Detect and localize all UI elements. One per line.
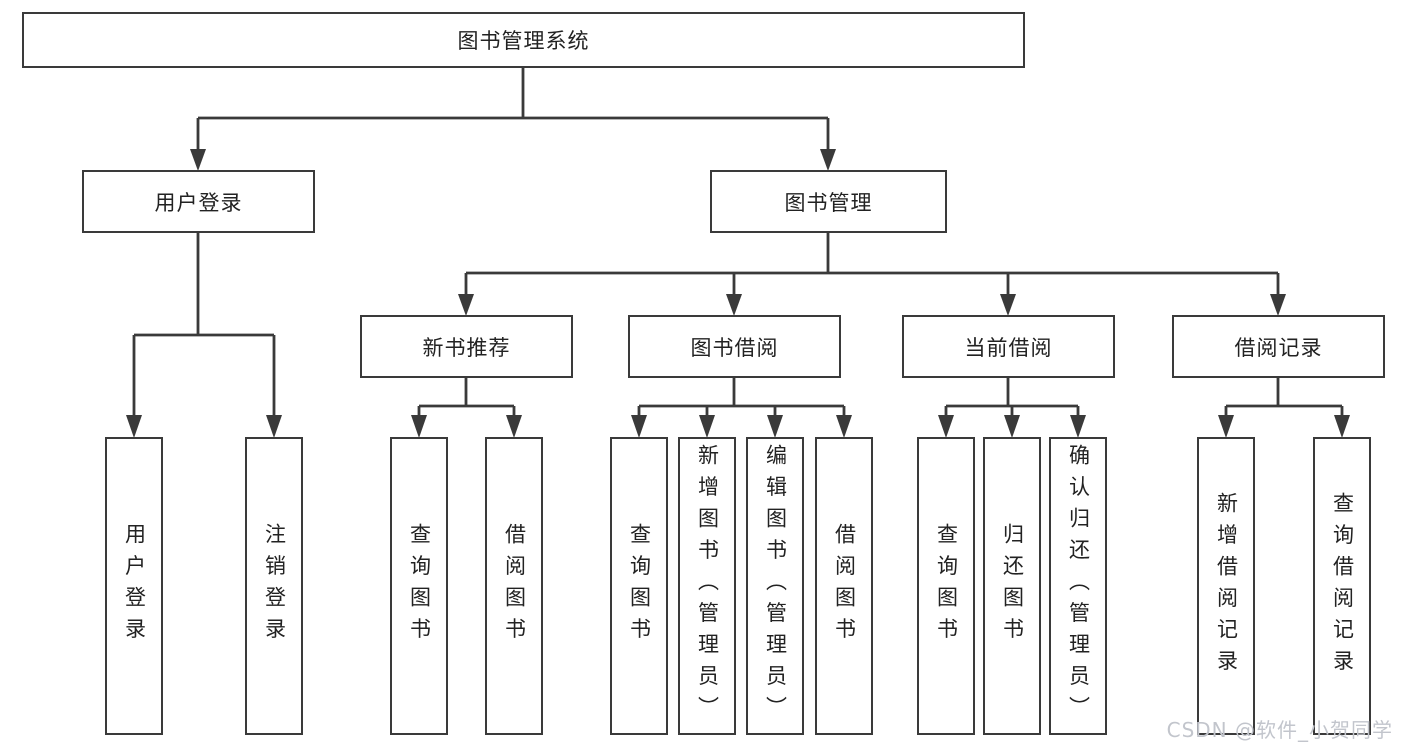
node-new-book-recommend-label: 新书推荐 [422, 335, 511, 360]
node-user-login: 用户登录 [82, 170, 315, 233]
leaf-user-login: 用户登录 [105, 437, 163, 735]
leaf-query-books-current: 查询图书 [917, 437, 975, 735]
node-root: 图书管理系统 [22, 12, 1025, 68]
leaf-borrow-books-label: 借阅图书 [832, 523, 857, 649]
node-current-borrow: 当前借阅 [902, 315, 1115, 378]
leaf-add-book-admin: 新增图书（管理员） [678, 437, 736, 735]
leaf-confirm-return-admin: 确认归还（管理员） [1049, 437, 1107, 735]
arrowhead-down-icons [126, 149, 1350, 438]
node-new-book-recommend: 新书推荐 [360, 315, 573, 378]
node-borrow-records: 借阅记录 [1172, 315, 1385, 378]
node-borrow-records-label: 借阅记录 [1234, 335, 1323, 360]
leaf-query-books-recommend: 查询图书 [390, 437, 448, 735]
leaf-logout-label: 注销登录 [262, 523, 287, 649]
node-book-borrow: 图书借阅 [628, 315, 841, 378]
leaf-borrow-books-recommend: 借阅图书 [485, 437, 543, 735]
leaf-logout: 注销登录 [245, 437, 303, 735]
node-current-borrow-label: 当前借阅 [964, 335, 1053, 360]
leaf-query-books-borrow-label: 查询图书 [627, 523, 652, 649]
node-root-label: 图书管理系统 [457, 29, 590, 53]
leaf-query-books-recommend-label: 查询图书 [407, 523, 432, 649]
node-book-management-label: 图书管理 [784, 190, 873, 215]
node-user-login-label: 用户登录 [154, 190, 243, 215]
watermark: CSDN @软件_小贺同学 [1166, 718, 1393, 742]
leaf-query-books-borrow: 查询图书 [610, 437, 668, 735]
leaf-return-book-label: 归还图书 [1000, 523, 1025, 649]
leaf-edit-book-admin: 编辑图书（管理员） [746, 437, 804, 735]
leaf-query-borrow-record-label: 查询借阅记录 [1330, 491, 1355, 681]
node-book-management: 图书管理 [710, 170, 947, 233]
node-book-borrow-label: 图书借阅 [690, 335, 779, 360]
leaf-borrow-books-recommend-label: 借阅图书 [502, 523, 527, 649]
leaf-user-login-label: 用户登录 [122, 523, 147, 649]
leaf-edit-book-admin-label: 编辑图书（管理员） [763, 444, 788, 728]
leaf-add-borrow-record-label: 新增借阅记录 [1214, 491, 1239, 681]
leaf-query-borrow-record: 查询借阅记录 [1313, 437, 1371, 735]
leaf-add-borrow-record: 新增借阅记录 [1197, 437, 1255, 735]
leaf-confirm-return-admin-label: 确认归还（管理员） [1066, 444, 1091, 728]
leaf-return-book: 归还图书 [983, 437, 1041, 735]
leaf-add-book-admin-label: 新增图书（管理员） [695, 444, 720, 728]
leaf-borrow-books: 借阅图书 [815, 437, 873, 735]
leaf-query-books-current-label: 查询图书 [934, 523, 959, 649]
